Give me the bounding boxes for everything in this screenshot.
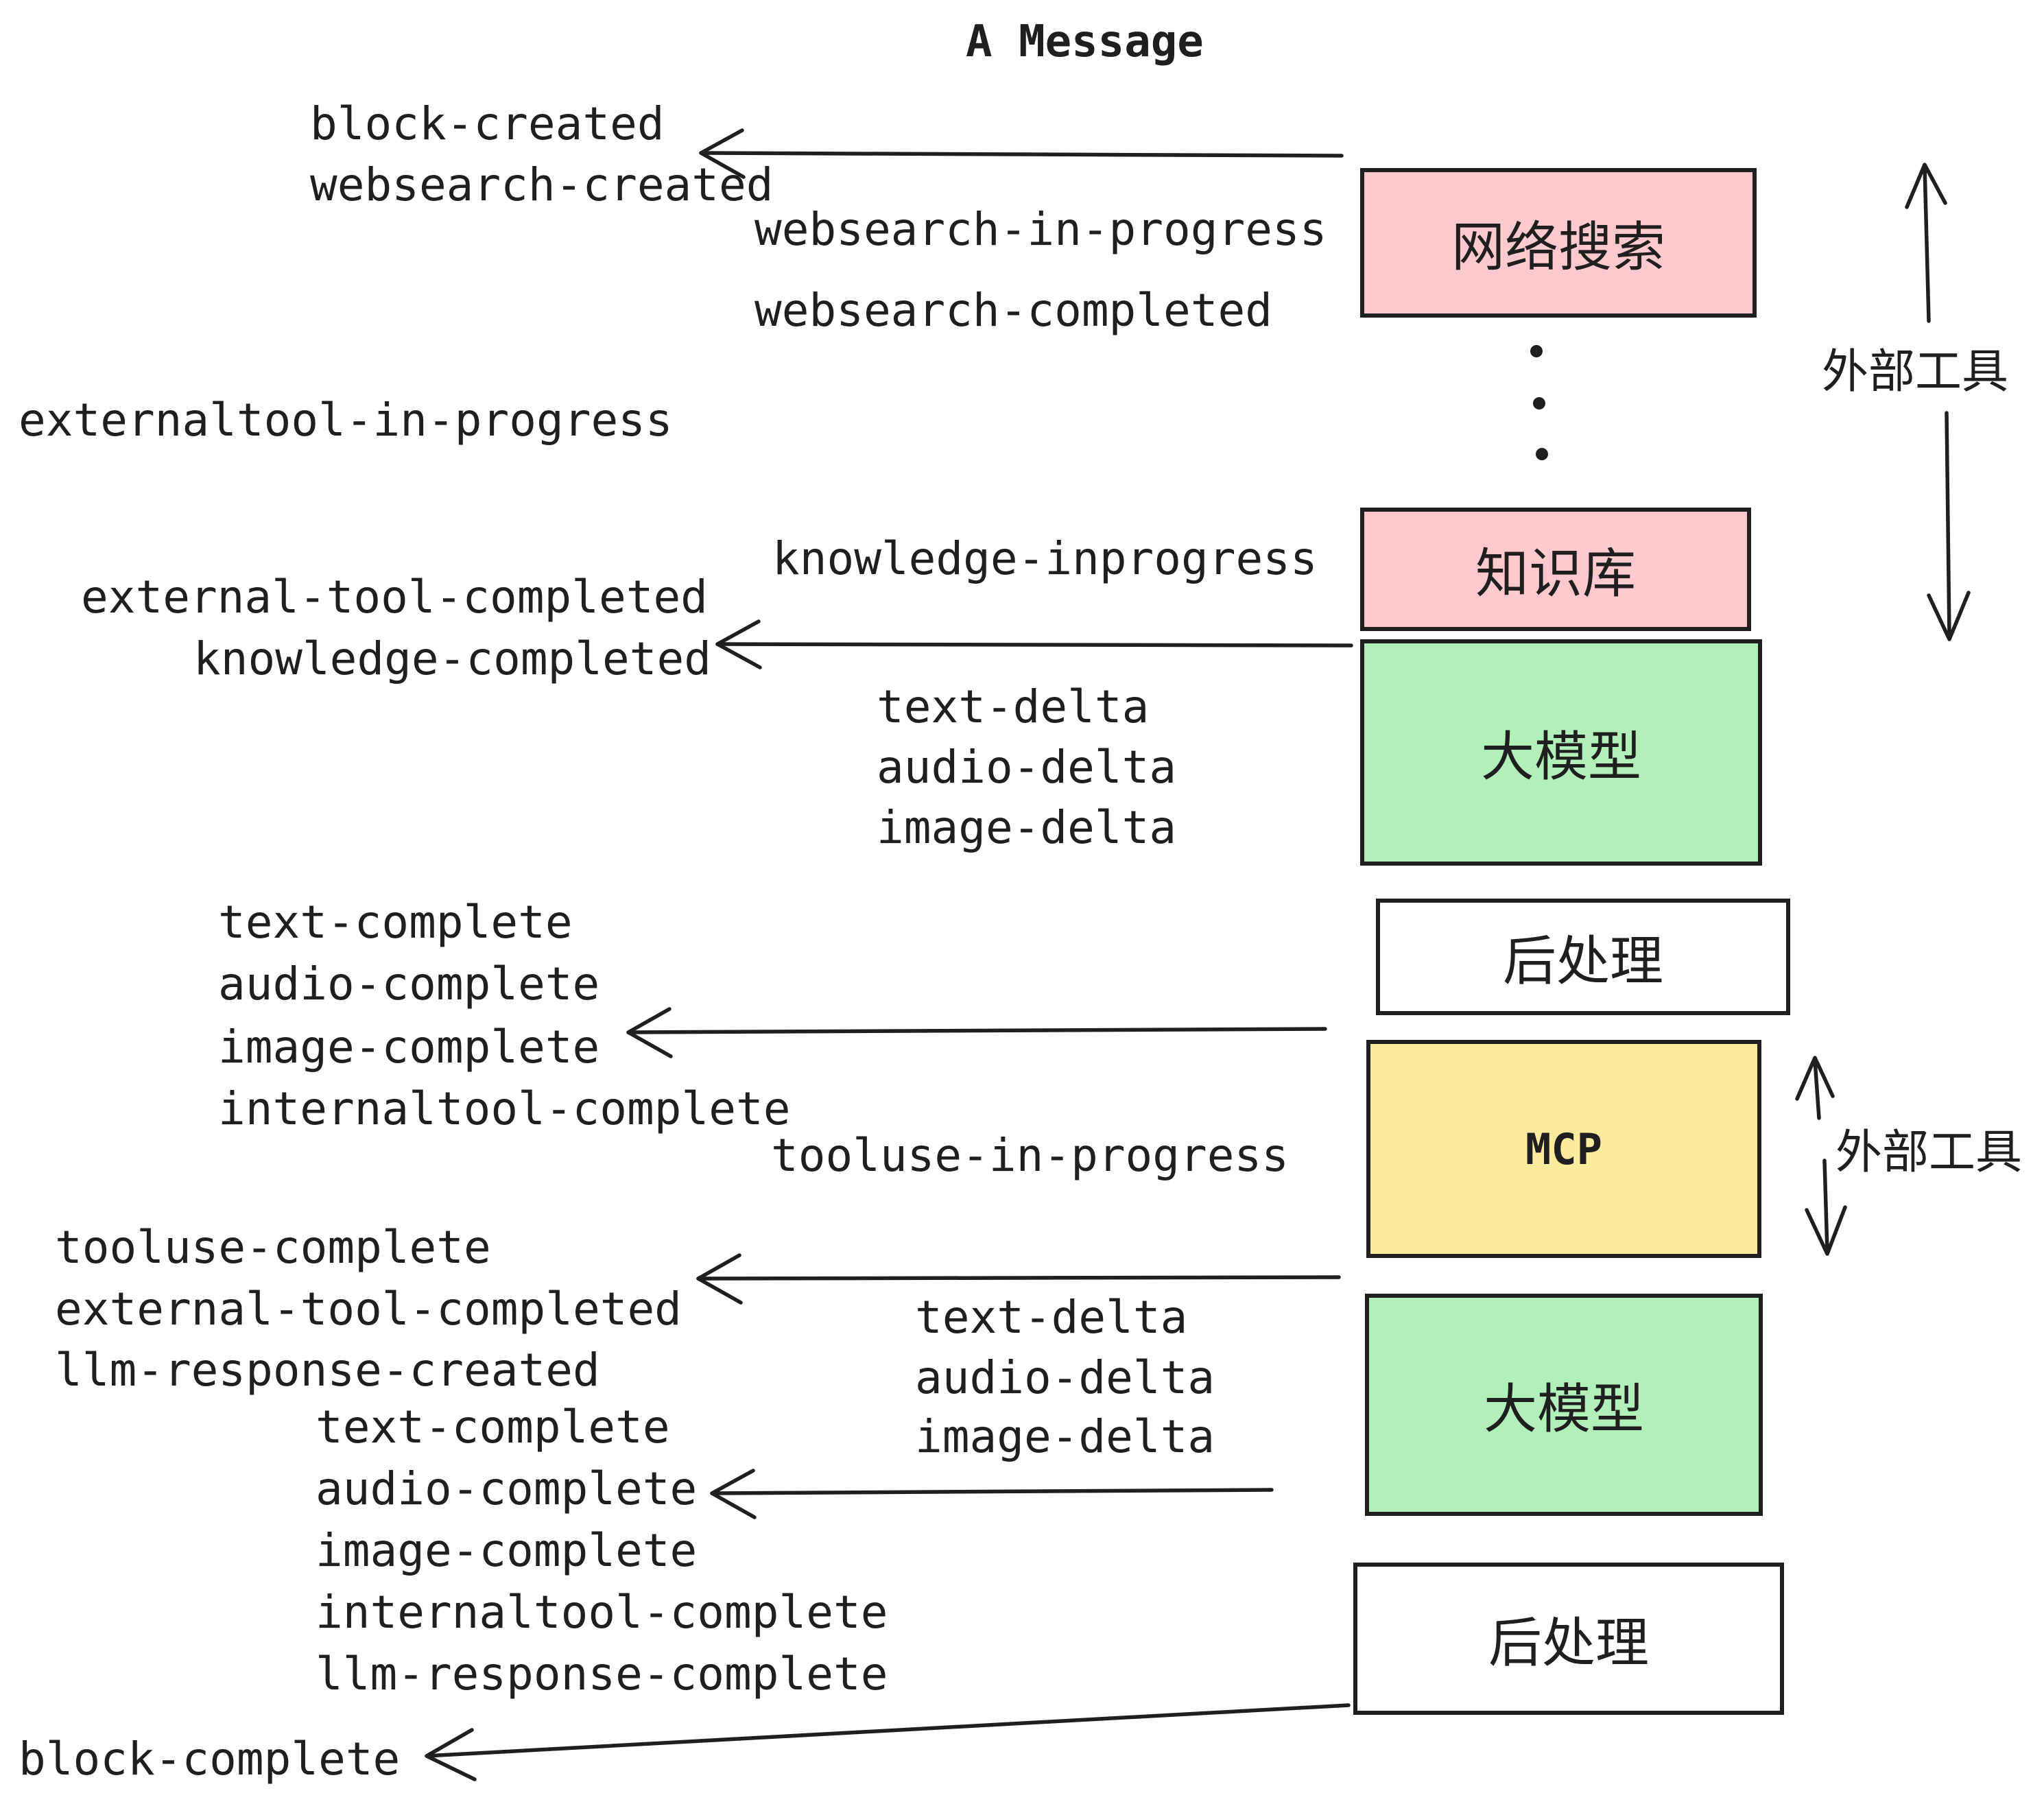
event-label-audio-complete-1: audio-complete	[218, 958, 600, 1010]
arrow-head-knowledge-completed	[715, 619, 762, 669]
arrow-head-block-complete	[425, 1728, 477, 1781]
arrow-line-image-complete	[626, 1027, 1327, 1034]
event-label-llm-response-complete: llm-response-complete	[316, 1648, 888, 1700]
arrow-head-websearch-created	[699, 128, 746, 179]
event-label-tooluse-in-progress: tooluse-in-progress	[771, 1129, 1289, 1182]
event-label-websearch-created: websearch-created	[310, 158, 774, 211]
box-postprocess-1-label: 后处理	[1502, 931, 1663, 993]
event-label-external-tool-completed-2: external-tool-completed	[55, 1283, 682, 1336]
arrow-head-external-tool-completed	[696, 1253, 743, 1305]
box-websearch-label: 网络搜索	[1451, 217, 1665, 278]
arrow-head-external-tools-down-mid	[1805, 1205, 1847, 1256]
arrow-head-external-tools-down-top	[1927, 591, 1971, 641]
arrow-line-external-tools-down-top	[1945, 411, 1951, 639]
event-label-text-delta-1: text-delta	[877, 680, 1150, 733]
ellipsis-dot-1	[1530, 345, 1543, 357]
box-postprocess-2: 后处理	[1353, 1563, 1784, 1715]
ellipsis-dot-3	[1536, 448, 1548, 460]
event-label-image-complete-2: image-complete	[316, 1524, 698, 1577]
arrow-line-external-tools-up-top	[1923, 164, 1931, 323]
diagram-title: A Message	[966, 16, 1204, 67]
event-label-llm-response-created: llm-response-created	[55, 1344, 600, 1397]
external-tools-label-mid: 外部工具	[1835, 1126, 2023, 1180]
ellipsis-dot-2	[1533, 397, 1545, 410]
box-postprocess-2-label: 后处理	[1488, 1613, 1649, 1674]
event-label-knowledge-completed: knowledge-completed	[193, 632, 711, 685]
arrow-head-audio-complete	[710, 1469, 757, 1519]
external-tools-label-top: 外部工具	[1822, 345, 2009, 399]
event-label-block-complete: block-complete	[19, 1733, 401, 1785]
event-label-image-complete-1: image-complete	[218, 1021, 600, 1073]
arrow-head-external-tools-up-mid	[1795, 1056, 1835, 1101]
event-label-websearch-completed: websearch-completed	[754, 284, 1272, 337]
event-label-tooluse-complete: tooluse-complete	[55, 1221, 491, 1274]
box-postprocess-1: 后处理	[1376, 899, 1790, 1015]
box-knowledge: 知识库	[1360, 508, 1751, 631]
event-label-externaltool-in-progress: externaltool-in-progress	[19, 394, 673, 447]
arrow-line-block-complete	[425, 1703, 1351, 1758]
arrow-head-image-complete	[626, 1007, 673, 1058]
event-label-audio-delta-1: audio-delta	[877, 741, 1177, 794]
box-mcp: MCP	[1366, 1040, 1761, 1258]
event-label-websearch-in-progress: websearch-in-progress	[754, 203, 1327, 256]
event-label-audio-delta-2: audio-delta	[915, 1351, 1215, 1404]
arrow-line-websearch-created	[699, 151, 1344, 158]
box-websearch: 网络搜索	[1360, 168, 1757, 318]
arrow-line-audio-complete	[710, 1488, 1274, 1495]
event-label-internaltool-complete-1: internaltool-complete	[218, 1082, 791, 1135]
box-llm-1: 大模型	[1360, 639, 1762, 866]
event-label-audio-complete-2: audio-complete	[316, 1462, 698, 1515]
arrow-line-external-tools-up-mid	[1813, 1058, 1821, 1120]
event-label-image-delta-2: image-delta	[915, 1410, 1215, 1463]
event-label-text-delta-2: text-delta	[915, 1291, 1188, 1344]
box-knowledge-label: 知识库	[1475, 543, 1636, 605]
event-label-block-created: block-created	[310, 97, 665, 150]
event-label-text-complete-1: text-complete	[218, 896, 573, 949]
event-label-internaltool-complete-2: internaltool-complete	[316, 1586, 888, 1639]
arrow-line-external-tool-completed	[696, 1275, 1341, 1281]
arrow-line-knowledge-completed	[715, 642, 1353, 648]
event-label-external-tool-completed: external-tool-completed	[81, 571, 708, 624]
arrow-line-external-tools-down-mid	[1822, 1159, 1829, 1253]
event-label-image-delta-1: image-delta	[877, 801, 1177, 854]
arrow-head-external-tools-up-top	[1905, 163, 1947, 209]
box-llm-2: 大模型	[1365, 1294, 1763, 1516]
event-label-text-complete-2: text-complete	[316, 1401, 670, 1453]
box-llm-1-label: 大模型	[1480, 726, 1641, 788]
box-mcp-label: MCP	[1525, 1124, 1602, 1174]
box-llm-2-label: 大模型	[1483, 1379, 1644, 1440]
event-label-knowledge-inprogress: knowledge-inprogress	[772, 532, 1318, 585]
